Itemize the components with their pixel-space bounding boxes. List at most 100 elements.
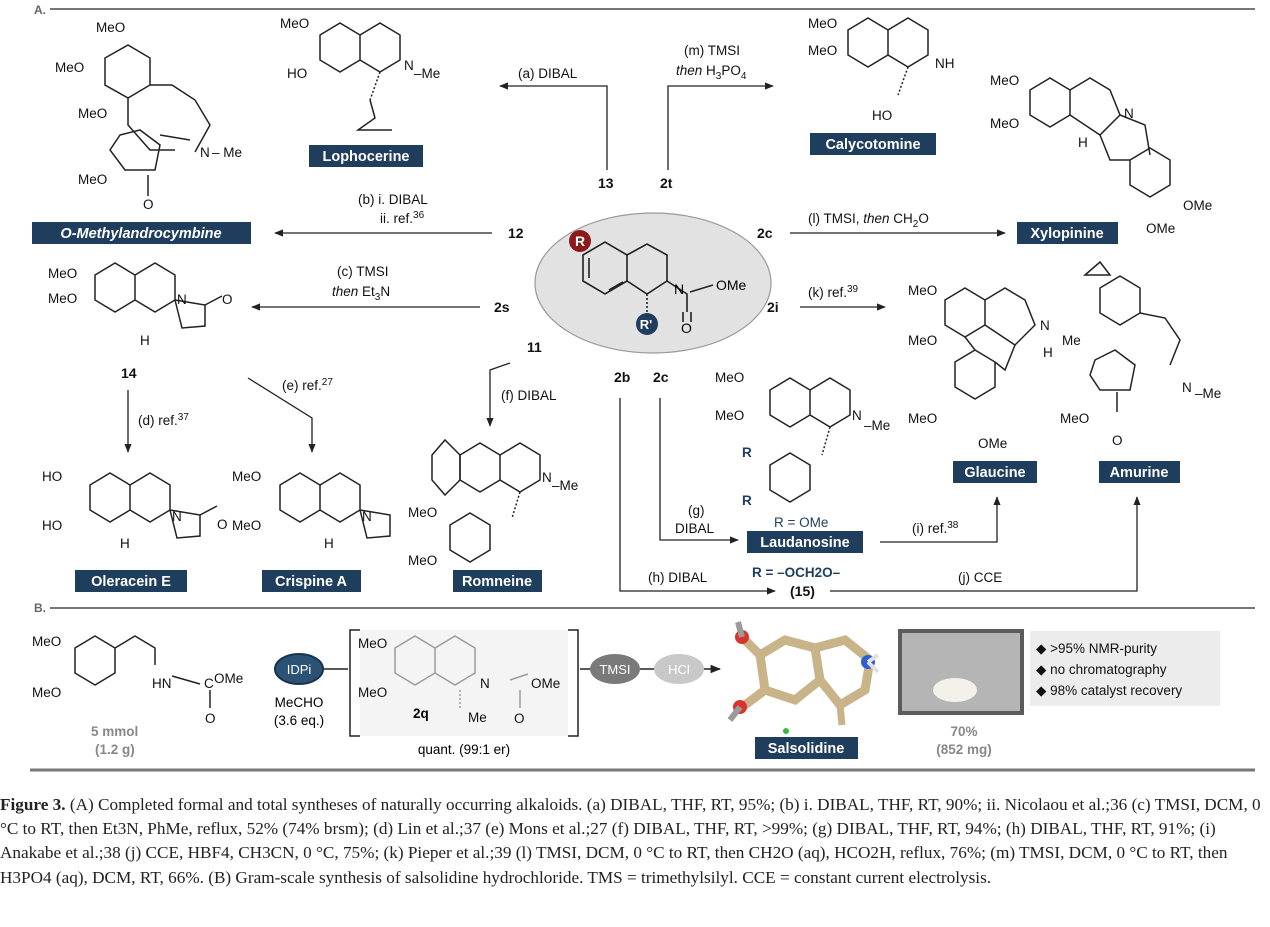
cmpd-2i: 2i [767, 299, 779, 315]
svg-text:–Me: –Me [414, 66, 440, 81]
structure-xylopinine [1029, 77, 1171, 198]
cmpd-14: 14 [121, 365, 137, 381]
svg-text:MeO: MeO [55, 60, 84, 75]
reagent-j: (j) CCE [958, 570, 1002, 585]
reagent-i: (i) ref.38 [912, 520, 959, 536]
svg-text:N: N [1182, 380, 1192, 395]
svg-text:–Me: –Me [552, 478, 578, 493]
structure-crispine-a [279, 472, 391, 539]
reagent-m-2: then H3PO4 [676, 63, 747, 82]
svg-text:N: N [1040, 318, 1050, 333]
reagent-l: (l) TMSI, then CH2O [808, 211, 929, 230]
svg-text:OMe: OMe [716, 277, 747, 293]
structure-calycotomine [847, 17, 929, 96]
svg-text:HO: HO [872, 108, 892, 123]
scheme-figure: A. B. R R' N OMe O 13 2t 12 2c 2s 2i [30, 3, 1255, 772]
reagent-f: (f) DIBAL [501, 388, 557, 403]
arrow-g [659, 398, 739, 544]
svg-text:N: N [177, 292, 187, 307]
section-a-label: A. [34, 3, 46, 17]
structure-laudanosine [769, 377, 851, 503]
reagent-g-1: (g) [688, 503, 705, 518]
arrow-e [247, 377, 316, 453]
cmpd-2q: 2q [413, 706, 429, 721]
idpi-catalyst-badge [274, 653, 324, 685]
svg-text:MeO: MeO [408, 553, 437, 568]
reagent-h: (h) DIBAL [648, 570, 708, 585]
svg-text:H: H [324, 536, 334, 551]
arrow-a [499, 82, 608, 170]
product-photo [898, 629, 1024, 715]
svg-text:MeO: MeO [908, 333, 937, 348]
r-ome-label: R = OMe [774, 515, 828, 530]
svg-text:O: O [205, 711, 216, 726]
svg-text:R: R [742, 493, 752, 508]
svg-text:MeO: MeO [280, 16, 309, 31]
label-salsolidine: Salsolidine [768, 741, 845, 757]
label-calycotomine: Calycotomine [825, 137, 920, 153]
svg-text:HN: HN [152, 676, 172, 691]
cmpd-12: 12 [508, 225, 524, 241]
tmsi-label: TMSI [599, 662, 630, 677]
svg-text:OMe: OMe [1146, 221, 1175, 236]
cmpd-2b: 2b [614, 369, 630, 385]
cmpd-13: 13 [598, 175, 614, 191]
svg-text:Me: Me [1062, 333, 1081, 348]
svg-text:H: H [1078, 135, 1088, 150]
svg-text:MeO: MeO [78, 172, 107, 187]
reagent-d: (d) ref.37 [138, 412, 189, 428]
feature-no-chromatography: ◆ no chromatography [1036, 662, 1167, 677]
central-compound: R R' N OMe O [534, 212, 772, 354]
label-amurine: Amurine [1110, 465, 1169, 481]
svg-text:MeO: MeO [1060, 411, 1089, 426]
quant-label: quant. (99:1 er) [418, 742, 510, 757]
svg-text:MeO: MeO [32, 685, 61, 700]
svg-text:MeO: MeO [715, 408, 744, 423]
mass-label: (1.2 g) [95, 742, 135, 757]
idpi-label: IDPi [287, 662, 312, 677]
svg-text:MeO: MeO [78, 106, 107, 121]
label-laudanosine: Laudanosine [760, 535, 849, 551]
reagent-c-2: then Et3N [332, 284, 390, 303]
svg-text:Me: Me [468, 710, 487, 725]
label-oleracein-e: Oleracein E [91, 574, 171, 590]
svg-text:MeO: MeO [408, 505, 437, 520]
svg-text:N: N [480, 676, 490, 691]
svg-text:N: N [674, 281, 684, 297]
cmpd-15: (15) [790, 583, 815, 599]
reagent-e: (e) ref.27 [282, 377, 333, 393]
r-och2o-label: R = –OCH2O– [752, 565, 841, 580]
structure-amurine [1082, 260, 1181, 412]
reagent-b-2: ii. ref.36 [380, 210, 425, 226]
label-crispine-a: Crispine A [275, 574, 348, 590]
svg-text:MeO: MeO [48, 291, 77, 306]
svg-text:– Me: – Me [212, 145, 242, 160]
svg-text:MeO: MeO [232, 469, 261, 484]
svg-text:MeO: MeO [808, 16, 837, 31]
yield-label: 70% [950, 724, 977, 739]
svg-text:N: N [1124, 106, 1134, 121]
salsolidine-3d-model [727, 621, 880, 734]
svg-text:–Me: –Me [864, 418, 890, 433]
svg-text:MeO: MeO [32, 634, 61, 649]
section-b-label: B. [34, 601, 46, 615]
figure-caption: Figure 3. (A) Completed formal and total… [0, 793, 1262, 890]
cmpd-11: 11 [527, 339, 542, 355]
svg-text:HO: HO [287, 66, 307, 81]
svg-text:OMe: OMe [978, 436, 1007, 451]
cmpd-2c-right: 2c [757, 225, 773, 241]
mecho-line1: MeCHO [275, 695, 324, 710]
svg-text:HO: HO [42, 469, 62, 484]
svg-text:MeO: MeO [358, 636, 387, 651]
svg-text:OMe: OMe [1183, 198, 1212, 213]
svg-text:–Me: –Me [1195, 386, 1221, 401]
arrow-i [880, 496, 1001, 543]
svg-text:H: H [1043, 345, 1053, 360]
svg-text:MeO: MeO [715, 370, 744, 385]
caption-label: Figure 3. [0, 795, 66, 814]
svg-text:N: N [172, 509, 182, 524]
arrow-j [830, 496, 1141, 592]
label-o-methylandrocymbine: O-Methylandrocymbine [60, 226, 221, 242]
mecho-line2: (3.6 eq.) [274, 713, 324, 728]
